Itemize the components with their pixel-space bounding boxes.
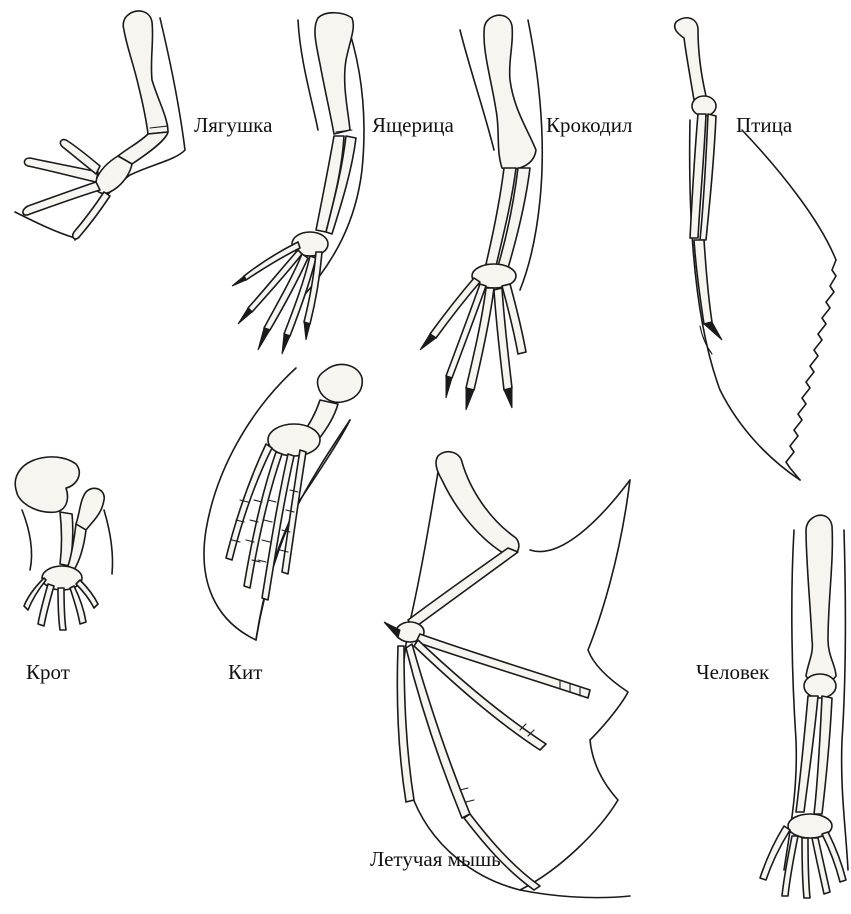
label-bat: Летучая мышь — [370, 849, 501, 870]
label-frog: Лягушка — [194, 115, 272, 136]
label-mole: Крот — [26, 662, 70, 683]
bat-wing — [384, 452, 630, 898]
crocodile-limb — [420, 15, 542, 410]
frog-limb — [15, 11, 185, 240]
mole-limb — [15, 457, 112, 630]
lizard-limb — [232, 13, 364, 354]
bird-wing — [675, 18, 836, 480]
label-bird: Птица — [736, 115, 792, 136]
human-limb — [760, 515, 848, 898]
label-human: Человек — [696, 662, 769, 683]
label-lizard: Ящерица — [372, 115, 454, 136]
label-crocodile: Крокодил — [546, 115, 632, 136]
whale-flipper — [204, 364, 362, 640]
label-whale: Кит — [228, 662, 262, 683]
